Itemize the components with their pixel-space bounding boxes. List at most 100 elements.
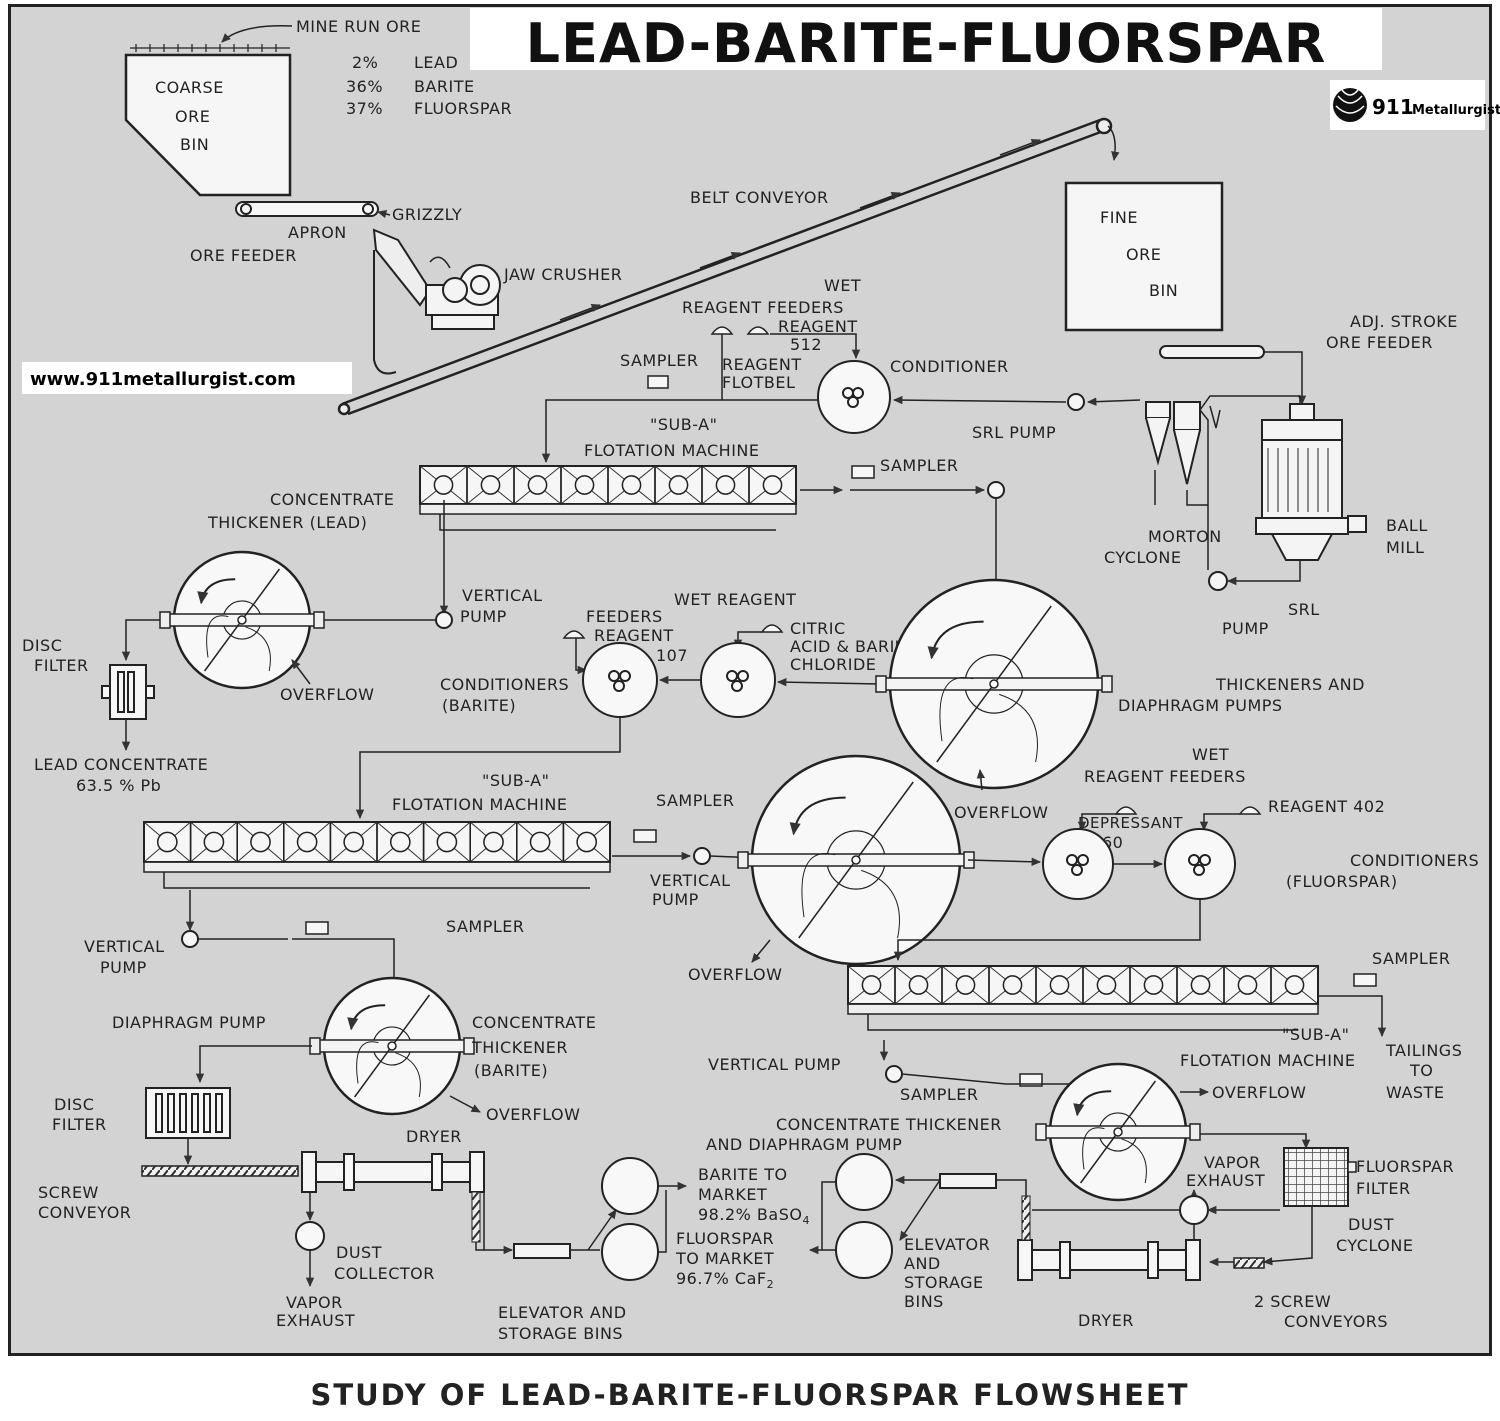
sub-a-label-3: "SUB-A" xyxy=(1282,1025,1349,1044)
overflow-label-4: OVERFLOW xyxy=(486,1105,580,1124)
barite-reagent-feeder-icons xyxy=(562,624,784,639)
fluorspar-storage-bin-2 xyxy=(835,1221,893,1279)
diaphragm-pump-icon xyxy=(875,675,887,693)
rotation-arrow-icon xyxy=(1073,1090,1112,1117)
impeller-icon xyxy=(621,475,642,495)
cyclone-label: CYCLONE xyxy=(1104,548,1181,567)
apron-ore-feeder-label: ORE FEEDER xyxy=(190,246,297,265)
reagent-feeders-label-2: REAGENT FEEDERS xyxy=(1084,767,1246,786)
impeller-icon xyxy=(296,831,318,853)
impeller-icon xyxy=(203,831,225,853)
mill-label: MILL xyxy=(1386,538,1424,557)
center-shaft xyxy=(237,615,247,625)
barite-paren-label-2: (BARITE) xyxy=(474,1061,548,1080)
rake-blade xyxy=(245,626,271,672)
barite-storage-bin xyxy=(601,1157,659,1215)
flotation-machine-label-1: FLOTATION MACHINE xyxy=(584,441,759,460)
sampler-label-2: SAMPLER xyxy=(880,456,959,475)
figure-caption: STUDY OF LEAD-BARITE-FLUORSPAR FLOWSHEET xyxy=(310,1378,1190,1412)
lead-concentrate-label: LEAD CONCENTRATE xyxy=(34,755,208,774)
srl-pump-mill xyxy=(1208,571,1228,591)
vertical-pump-label-4: VERTICAL PUMP xyxy=(708,1055,841,1074)
belt-conveyor-label: BELT CONVEYOR xyxy=(690,188,829,207)
reagent-feeder-icons xyxy=(710,326,770,335)
storage-bins-label: STORAGE BINS xyxy=(498,1324,623,1343)
drive-icon xyxy=(313,611,325,629)
drive-icon xyxy=(1101,675,1113,693)
waste-label: WASTE xyxy=(1386,1083,1444,1102)
drive-icon xyxy=(1189,1123,1201,1141)
overflow-label-2: OVERFLOW xyxy=(954,803,1048,822)
vertical-pump-barite xyxy=(181,930,199,948)
barite-flotation-machine xyxy=(143,821,611,889)
storage-label: STORAGE xyxy=(904,1273,984,1292)
reagent-512-label: REAGENT xyxy=(778,317,858,336)
belt-conveyor xyxy=(337,117,1113,416)
vertical-pump-lead xyxy=(435,611,453,629)
vertical-pump-label-3: PUMP xyxy=(100,958,147,977)
barite-conditioner-1 xyxy=(582,642,658,718)
sub-a-label-1: "SUB-A" xyxy=(650,415,717,434)
page-title: LEAD-BARITE-FLUORSPAR xyxy=(526,12,1327,75)
exhaust-label-2: EXHAUST xyxy=(1186,1171,1265,1190)
rake-blade xyxy=(1121,1138,1147,1184)
vertical-label-2: VERTICAL xyxy=(650,871,731,890)
rotation-arrow-icon xyxy=(197,578,236,605)
vertical-label-3: VERTICAL xyxy=(84,937,165,956)
sampler-4-icon xyxy=(305,921,329,935)
fine-label: FINE xyxy=(1100,208,1138,227)
dryer-label-1: DRYER xyxy=(406,1127,462,1146)
fluorspar-thickener xyxy=(1035,1062,1201,1202)
impeller-icon xyxy=(529,831,551,853)
flotation-machine-label-3: FLOTATION MACHINE xyxy=(1180,1051,1355,1070)
fluor-grade-subscript: 2 xyxy=(767,1278,775,1291)
rake-blade xyxy=(206,615,229,658)
conditioners-label-1: CONDITIONERS xyxy=(440,675,569,694)
fluorspar-paren-label: (FLUORSPAR) xyxy=(1286,872,1398,891)
fluorspar-reagent-feeder-icons xyxy=(1114,806,1262,815)
fluorspar-flotation-machine xyxy=(847,965,1319,1031)
impeller-icon xyxy=(1237,975,1258,995)
fluorspar-storage-bin-market xyxy=(601,1223,659,1281)
fine-ore-bin xyxy=(1064,181,1224,332)
to-market-label: TO MARKET xyxy=(675,1249,774,1268)
elevator-and-label: ELEVATOR AND xyxy=(498,1303,627,1322)
fluor-grade-text: 96.7% CaF xyxy=(676,1269,767,1288)
flotation-cell xyxy=(562,821,611,863)
impeller-icon xyxy=(343,831,365,853)
barite-disc-filter xyxy=(145,1087,231,1139)
fluorspar-conditioner-1 xyxy=(1042,828,1114,900)
sampler-1-icon xyxy=(647,375,669,389)
flotbel-label: FLOTBEL xyxy=(722,373,795,392)
reagent-107-label: REAGENT xyxy=(594,626,674,645)
impeller-icon xyxy=(908,975,929,995)
vapor-label-2: VAPOR xyxy=(1204,1153,1261,1172)
diaphragm-pump-icon xyxy=(737,851,749,869)
logo-word: Metallurgist xyxy=(1412,103,1500,118)
cyclone-label-2: CYCLONE xyxy=(1336,1236,1413,1255)
fluor-grade-label: 96.7% CaF2 xyxy=(676,1269,774,1291)
vertical-label-1: VERTICAL xyxy=(462,586,543,605)
grizzly-chute xyxy=(372,228,432,307)
coarse-ore-label: ORE xyxy=(175,107,210,126)
fluorspar-word-label: FLUORSPAR xyxy=(676,1229,774,1248)
barite-dust-collector xyxy=(295,1221,325,1251)
flotation-machine-label-2: FLOTATION MACHINE xyxy=(392,795,567,814)
morton-label: MORTON xyxy=(1148,527,1222,546)
srl-pump-bottom-label: PUMP xyxy=(1222,619,1269,638)
rake-blade xyxy=(1082,1127,1105,1170)
rotation-arrow-icon xyxy=(347,1004,386,1031)
collector-label: COLLECTOR xyxy=(334,1264,435,1283)
barite-thickener xyxy=(309,976,475,1116)
thickener-lead-label: THICKENER (LEAD) xyxy=(207,513,367,532)
center-shaft xyxy=(1113,1127,1123,1137)
disc-label-1: DISC xyxy=(22,636,62,655)
barite-percent: 36% xyxy=(346,77,383,96)
jaw-crusher-label: JAW CRUSHER xyxy=(503,265,622,284)
rake-blade xyxy=(861,869,900,939)
logo-globe-icon xyxy=(1333,88,1367,122)
fluorspar-elevator-column xyxy=(1021,1195,1031,1241)
reagent-402-label: REAGENT 402 xyxy=(1268,797,1385,816)
rake-blade xyxy=(999,693,1038,763)
